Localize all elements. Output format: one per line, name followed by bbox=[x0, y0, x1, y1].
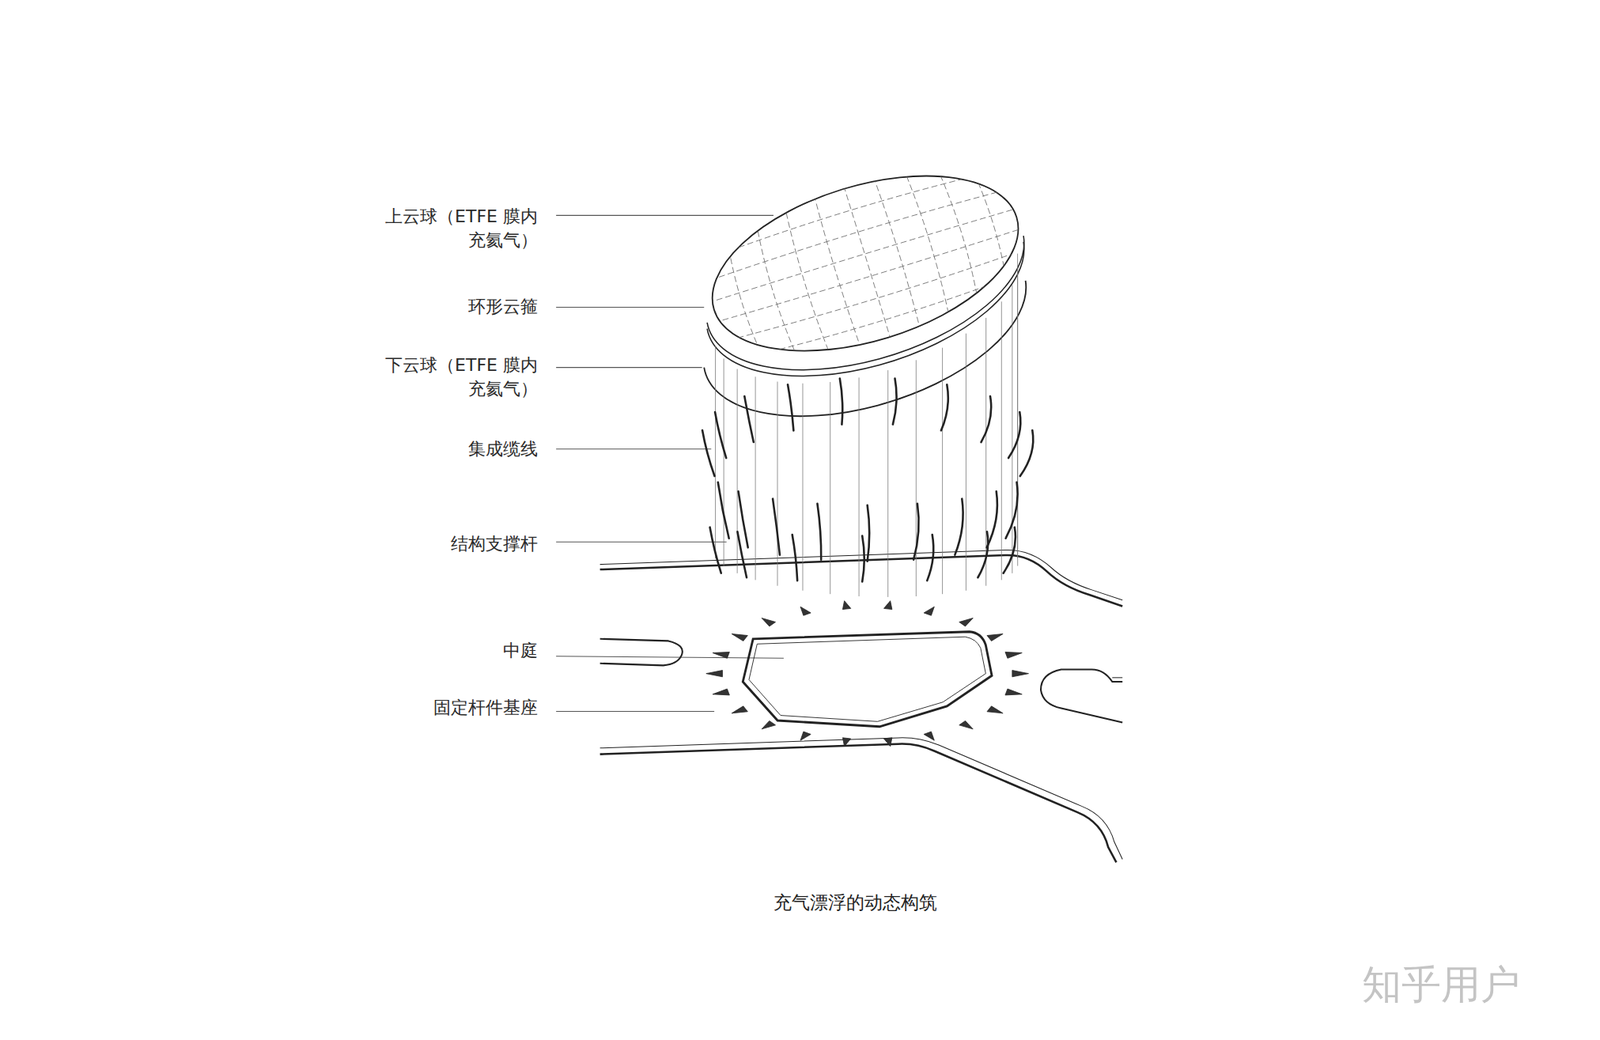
part-label: 上云球（ETFE 膜内 充氦气） bbox=[363, 204, 538, 253]
cable bbox=[1017, 268, 1018, 567]
support-rod bbox=[817, 503, 821, 560]
support-rod bbox=[977, 531, 988, 578]
ground-plan bbox=[600, 549, 1124, 863]
rod-base bbox=[1012, 670, 1029, 678]
rod-base bbox=[712, 651, 730, 659]
rod-base bbox=[884, 601, 893, 610]
support-rod bbox=[941, 384, 949, 431]
rod-base bbox=[987, 706, 1003, 714]
grid-line bbox=[809, 185, 865, 359]
support-rod bbox=[737, 531, 747, 578]
rod-base bbox=[1005, 688, 1022, 696]
cable bbox=[737, 369, 738, 574]
cables bbox=[715, 253, 1018, 598]
part-label: 集成缆线 bbox=[468, 437, 538, 462]
rod-base bbox=[1005, 651, 1022, 659]
rod-base bbox=[761, 617, 776, 626]
grid-line bbox=[899, 157, 957, 331]
support-rod bbox=[1008, 412, 1021, 458]
grid-line bbox=[704, 224, 1033, 327]
cable bbox=[714, 345, 716, 558]
support-rod bbox=[862, 535, 865, 582]
cable bbox=[829, 382, 831, 594]
support-rod bbox=[892, 378, 897, 425]
cable bbox=[941, 347, 943, 594]
rod-base bbox=[884, 737, 893, 747]
watermark: 知乎用户 bbox=[1361, 960, 1521, 1009]
rod-base bbox=[959, 720, 973, 729]
rod-base bbox=[987, 633, 1003, 641]
support-rod bbox=[1003, 527, 1016, 574]
rod-base bbox=[731, 706, 748, 714]
caption: 充气漂浮的动态构筑 bbox=[773, 890, 938, 915]
rod-base bbox=[800, 731, 811, 741]
cable bbox=[915, 359, 917, 597]
support-rod bbox=[714, 412, 727, 458]
rod-base bbox=[842, 737, 851, 747]
part-label: 中庭 bbox=[503, 639, 538, 663]
rod-base bbox=[959, 617, 973, 626]
rod-base bbox=[761, 720, 776, 729]
cable bbox=[776, 382, 778, 587]
rod-base bbox=[923, 606, 935, 616]
support-rod bbox=[954, 499, 963, 556]
grid-line bbox=[869, 166, 925, 340]
part-label: 固定杆件基座 bbox=[433, 695, 538, 720]
cable bbox=[1011, 284, 1013, 574]
cable bbox=[985, 317, 987, 587]
grid-line bbox=[684, 160, 1015, 267]
support-rods bbox=[702, 378, 1033, 583]
part-label: 环形云箍 bbox=[468, 295, 538, 319]
support-rod bbox=[710, 527, 722, 574]
grid-line bbox=[778, 194, 836, 368]
rod-base bbox=[731, 633, 748, 641]
rod-base bbox=[842, 601, 851, 610]
support-rod bbox=[718, 482, 730, 539]
rod-bases bbox=[706, 601, 1029, 747]
cable bbox=[887, 370, 889, 598]
cable bbox=[801, 383, 803, 591]
rod-base bbox=[923, 731, 935, 741]
rod-base bbox=[706, 670, 723, 678]
cable bbox=[755, 376, 757, 580]
grid-line bbox=[678, 138, 1010, 247]
cable bbox=[723, 358, 725, 566]
cable bbox=[1001, 301, 1003, 580]
part-label: 下云球（ETFE 膜内 充氦气） bbox=[363, 353, 538, 401]
grid-line bbox=[716, 264, 1047, 371]
support-rod bbox=[792, 534, 798, 581]
part-label: 结构支撑杆 bbox=[450, 532, 538, 557]
support-rod bbox=[772, 499, 780, 556]
membrane-grid bbox=[675, 127, 1056, 400]
support-rod bbox=[744, 396, 753, 443]
support-rod bbox=[839, 378, 843, 425]
grid-line bbox=[746, 204, 806, 379]
lower-cloud-ball bbox=[703, 280, 1026, 417]
grid-line bbox=[692, 182, 1022, 287]
upper-cloud-ball bbox=[675, 127, 1056, 400]
cable bbox=[965, 333, 967, 591]
support-rod bbox=[702, 430, 715, 477]
support-rod bbox=[867, 505, 870, 562]
ring-hoop bbox=[707, 235, 1025, 376]
rod-base bbox=[712, 688, 730, 696]
rod-base bbox=[800, 606, 811, 616]
support-rod bbox=[981, 396, 992, 443]
support-rod bbox=[1020, 430, 1034, 477]
support-rod bbox=[787, 384, 794, 431]
support-rod bbox=[926, 534, 934, 581]
cable bbox=[858, 377, 860, 597]
grid-line bbox=[840, 177, 894, 349]
grid-line bbox=[698, 204, 1027, 307]
support-rod bbox=[913, 503, 920, 560]
grid-line bbox=[711, 244, 1041, 349]
grid-line bbox=[987, 128, 1051, 304]
